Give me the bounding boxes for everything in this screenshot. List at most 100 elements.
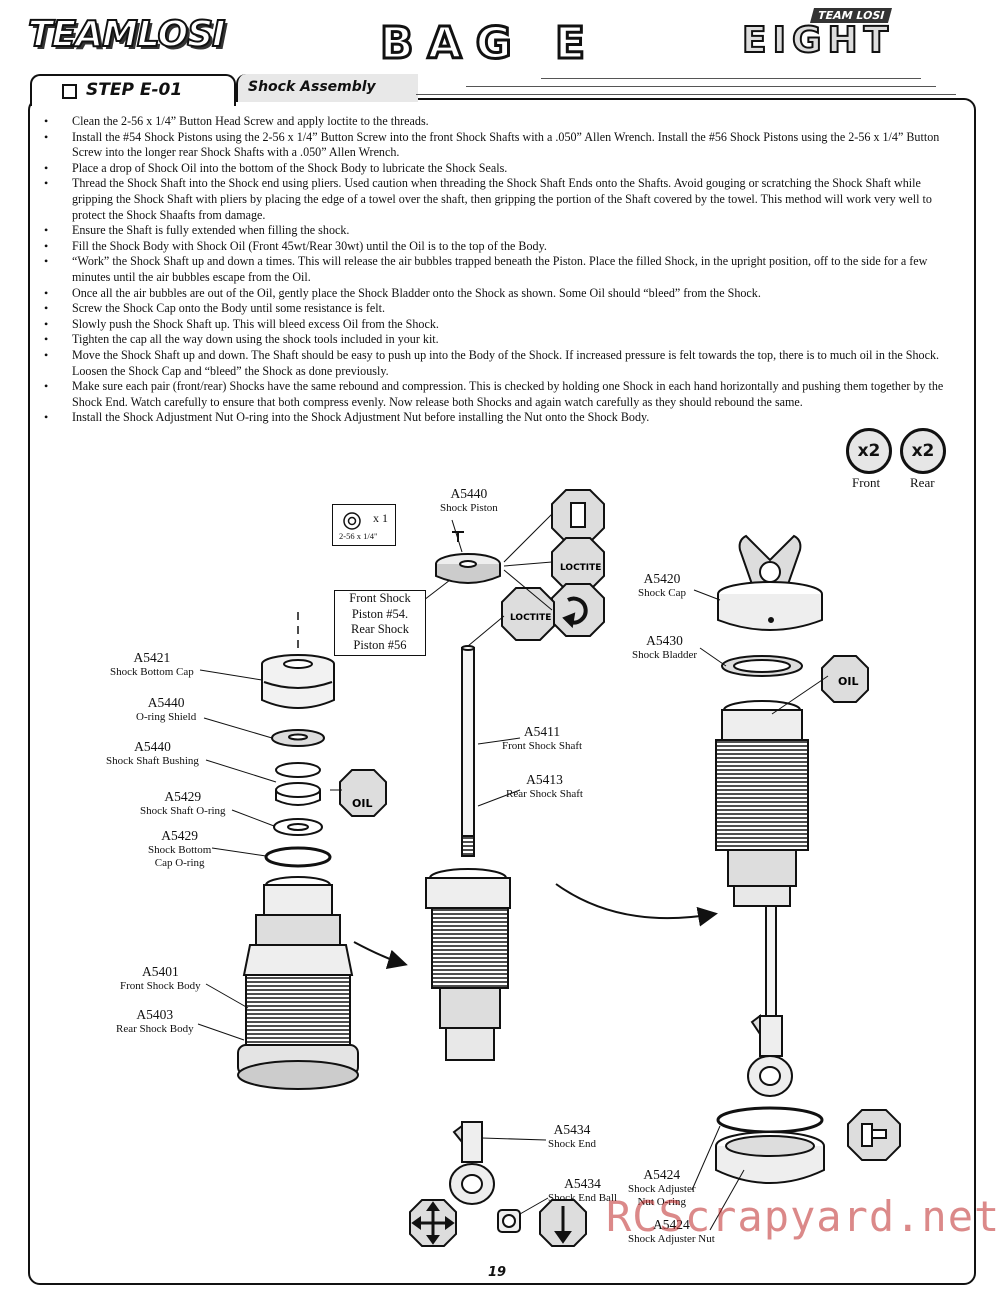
step-frame xyxy=(28,98,976,1285)
label-shock-piston: A5440 Shock Piston xyxy=(440,486,498,515)
screw-icon xyxy=(343,512,361,530)
label-shaft-oring: A5429 Shock Shaft O-ring xyxy=(140,789,226,818)
part-name: Shock End Ball xyxy=(548,1192,618,1204)
adjuster-nut-drawing xyxy=(715,1106,825,1184)
instruction-item: Make sure each pair (front/rear) Shocks … xyxy=(44,379,954,410)
shaft-bushing-drawing xyxy=(275,762,321,806)
hex-wrench-icon xyxy=(847,1109,901,1161)
label-front-shock-body: A5401 Front Shock Body xyxy=(120,964,201,993)
part-name: Shock End xyxy=(548,1138,596,1150)
flow-arrow xyxy=(555,883,718,927)
instruction-item: Install the #54 Shock Pistons using the … xyxy=(44,130,954,161)
label-bottom-cap-oring: A5429 Shock Bottom Cap O-ring xyxy=(148,828,211,870)
part-number: A5440 xyxy=(450,486,488,501)
step-title-background xyxy=(236,74,418,102)
step-title: Shock Assembly xyxy=(248,79,376,95)
part-number: A5420 xyxy=(643,571,681,586)
flow-arrow xyxy=(353,941,408,969)
step-checkbox[interactable] xyxy=(62,84,77,99)
screw-size: 2-56 x 1/4" xyxy=(339,531,378,541)
move-arrows-icon xyxy=(409,1199,457,1247)
label-rear-shock-body: A5403 Rear Shock Body xyxy=(116,1007,194,1036)
step-label: STEP E-01 xyxy=(86,80,183,100)
part-name: Rear Shock Shaft xyxy=(506,788,583,800)
push-down-icon xyxy=(539,1199,587,1247)
shock-shaft-drawing xyxy=(461,645,475,857)
part-name: Shock Piston xyxy=(440,502,498,514)
instruction-item: Slowly push the Shock Shaft up. This wil… xyxy=(44,317,954,333)
quantity-badge-front: x2 xyxy=(846,428,892,474)
part-name: Shock Bottom xyxy=(148,844,212,856)
label-shock-end: A5434 Shock End xyxy=(548,1122,596,1151)
oil-bottle-icon xyxy=(551,489,605,543)
part-name: Cap O-ring xyxy=(154,857,205,869)
right-shock-assembled-drawing xyxy=(715,534,823,1097)
step-title-bar: Shock Assembly xyxy=(236,74,956,102)
part-name: Shock Adjuster xyxy=(628,1183,696,1195)
step-tab: STEP E-01 xyxy=(30,74,236,106)
part-name: Front Shock Shaft xyxy=(502,740,583,752)
instruction-item: Install the Shock Adjustment Nut O-ring … xyxy=(44,410,954,426)
left-shock-body-drawing xyxy=(237,876,359,1090)
part-number: A5401 xyxy=(141,964,179,979)
shaft-oring-drawing xyxy=(273,818,323,836)
instruction-item: Move the Shock Shaft up and down. The Sh… xyxy=(44,348,954,379)
oil-text: OIL xyxy=(352,797,372,810)
callout-line: Piston #54. xyxy=(351,606,409,621)
piston-callout: Front Shock Piston #54. Rear Shock Pisto… xyxy=(334,590,426,656)
part-number: A5413 xyxy=(526,772,563,787)
part-number: A5424 xyxy=(653,1217,690,1232)
label-oring-shield: A5440 O-ring Shield xyxy=(136,695,196,724)
callout-line: Rear Shock xyxy=(351,622,409,636)
part-number: A5403 xyxy=(136,1007,174,1022)
part-name: Shock Shaft O-ring xyxy=(140,805,226,817)
part-name: Shock Cap xyxy=(638,587,686,599)
instruction-item: Once all the air bubbles are out of the … xyxy=(44,286,954,302)
part-number: A5440 xyxy=(147,695,185,710)
instruction-item: Fill the Shock Body with Shock Oil (Fron… xyxy=(44,239,954,255)
quantity-label-rear: Rear xyxy=(910,475,935,490)
part-number: A5440 xyxy=(134,739,171,754)
part-name: Shock Shaft Bushing xyxy=(106,755,199,767)
quantity-badge-rear: x2 xyxy=(900,428,946,474)
part-number: A5411 xyxy=(523,724,561,739)
instruction-item: “Work” the Shock Shaft up and down a tim… xyxy=(44,254,954,285)
watermark: RCScrapyard.net xyxy=(606,1192,1000,1241)
loctite-text: LOCTITE xyxy=(560,563,601,573)
shock-piston-drawing xyxy=(435,531,501,584)
label-front-shock-shaft: A5411 Front Shock Shaft xyxy=(502,724,582,753)
part-name: Nut O-ring xyxy=(637,1196,687,1208)
label-adjuster-oring: A5424 Shock Adjuster Nut O-ring xyxy=(628,1167,696,1209)
bottom-cap-oring-drawing xyxy=(264,846,332,868)
label-adjuster-nut: A5424 Shock Adjuster Nut xyxy=(628,1217,715,1246)
instruction-item: Thread the Shock Shaft into the Shock en… xyxy=(44,176,954,223)
shock-end-ball-drawing xyxy=(497,1209,521,1233)
oil-drop-icon xyxy=(339,769,387,817)
label-shock-bladder: A5430 Shock Bladder xyxy=(632,633,697,662)
header-rule xyxy=(541,78,921,79)
screw-qty: x 1 xyxy=(373,511,388,525)
part-number: A5424 xyxy=(643,1167,681,1182)
callout-line: Front Shock xyxy=(349,591,411,605)
instruction-item: Clean the 2-56 x 1/4” Button Head Screw … xyxy=(44,114,954,130)
label-shock-cap: A5420 Shock Cap xyxy=(638,571,686,600)
shock-end-drawing xyxy=(449,1121,495,1205)
loctite-text: LOCTITE xyxy=(510,613,551,623)
screw-quantity-box: x 1 2-56 x 1/4" xyxy=(332,504,396,546)
label-shock-end-ball: A5434 Shock End Ball xyxy=(548,1176,617,1205)
part-name: Shock Adjuster Nut xyxy=(628,1233,715,1245)
header-rule xyxy=(416,94,956,95)
part-number: A5421 xyxy=(133,650,171,665)
part-number: A5434 xyxy=(553,1122,591,1137)
leader-lines xyxy=(197,513,829,1231)
center-shock-body-drawing xyxy=(425,868,511,1061)
header-rule xyxy=(466,86,936,87)
part-name: O-ring Shield xyxy=(136,711,197,723)
shock-bottom-cap-drawing xyxy=(261,654,335,709)
team-losi-logo: TEAMLOSI xyxy=(27,13,226,56)
instruction-item: Place a drop of Shock Oil into the botto… xyxy=(44,161,954,177)
label-shaft-bushing: A5440 Shock Shaft Bushing xyxy=(106,739,199,768)
part-name: Front Shock Body xyxy=(120,980,201,992)
page-number: 19 xyxy=(488,1265,507,1280)
